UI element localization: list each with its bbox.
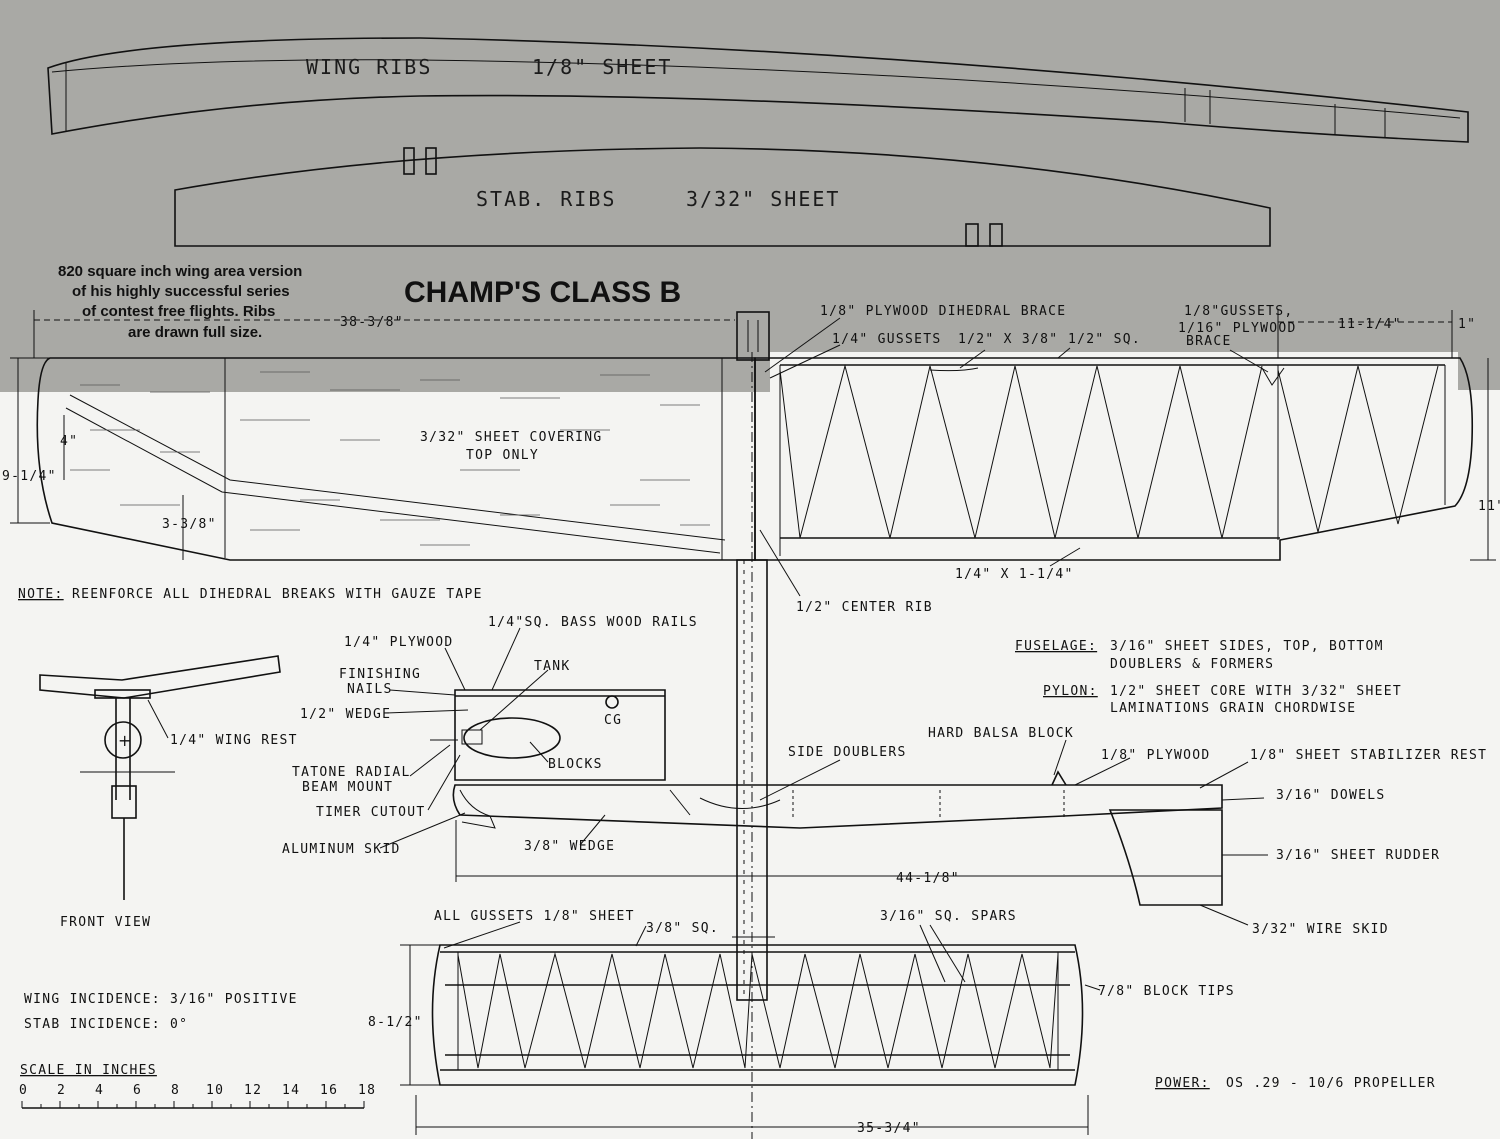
covering-label-2: TOP ONLY [466,448,539,463]
wing-plan-view [36,311,1474,1139]
scale-tick-label: 0 [19,1083,28,1098]
scale-tick-label: 18 [358,1083,376,1098]
mount-callout-2: BEAM MOUNT [302,780,393,795]
scale-tick-label: 4 [95,1083,104,1098]
wedge-38-callout: 3/8" WEDGE [524,839,615,854]
stab-ribs-sheet: 3/32" SHEET [686,187,840,211]
wing-rib-profile [47,37,1469,143]
wing-dim-3-3-8: 3-3/8" [162,517,217,532]
scale-tick-label: 8 [171,1083,180,1098]
scale-tick-label: 14 [282,1083,300,1098]
wing-tip-width-dim: 1" [1458,317,1476,332]
scale-tick-label: 16 [320,1083,338,1098]
wing-ribs-sheet: 1/8" SHEET [532,55,672,79]
front-view-drawing: + [39,655,281,900]
timer-cutout-callout: TIMER CUTOUT [316,805,426,820]
wing-right-chord-dim: 11" [1478,499,1500,514]
wing-rest-callout: 1/4" WING REST [170,733,298,748]
dihedral-brace-callout: 1/8" PLYWOOD DIHEDRAL BRACE [820,304,1066,319]
note-text: REENFORCE ALL DIHEDRAL BREAKS WITH GAUZE… [72,587,483,602]
aluminum-skid-callout: ALUMINUM SKID [282,842,401,857]
dowels-callout: 3/16" DOWELS [1276,788,1386,803]
svg-text:+: + [118,731,131,750]
front-view-label: FRONT VIEW [60,915,151,930]
description-line-3: of contest free flights. Ribs [82,303,275,320]
stab-gussets-callout: ALL GUSSETS 1/8" SHEET [434,909,635,924]
sq-callout: 1/2" SQ. [1068,332,1141,347]
spar-callout: 1/2" X 3/8" [958,332,1058,347]
wing-tip-panel-dim: 11-1/4" [1338,317,1402,332]
tank-callout: TANK [534,659,571,674]
pylon-note-2: LAMINATIONS GRAIN CHORDWISE [1110,701,1356,716]
pylon-note-1: 1/2" SHEET CORE WITH 3/32" SHEET [1110,684,1402,699]
fuselage-note-2: DOUBLERS & FORMERS [1110,657,1274,672]
stab-spars-callout: 3/16" SQ. SPARS [880,909,1017,924]
stab-rest-callout: 1/8" SHEET STABILIZER REST [1250,748,1487,763]
balsa-block-callout: HARD BALSA BLOCK [928,726,1074,741]
wedge-half-callout: 1/2" WEDGE [300,707,391,722]
fuselage-side-view [430,689,1223,906]
description-line-4: are drawn full size. [128,324,262,341]
scale-label: SCALE IN INCHES [20,1063,157,1078]
wing-dimension-lines [10,310,1496,561]
fuselage-note-label: FUSELAGE: [1015,639,1097,654]
scale-tick-label: 6 [133,1083,142,1098]
scale-bar: 0 2 4 6 8 10 12 14 16 18 [19,1083,376,1109]
description-line-1: 820 square inch wing area version [58,263,302,280]
nails-callout-2: NAILS [347,682,393,697]
pylon [736,559,768,1001]
trailing-edge-callout: 1/4" X 1-1/4" [955,567,1074,582]
wire-skid-callout: 3/32" WIRE SKID [1252,922,1389,937]
center-rib-callout: 1/2" CENTER RIB [796,600,933,615]
tip-gussets-callout-3: BRACE [1186,334,1232,349]
mount-callout-1: TATONE RADIAL [292,765,411,780]
stab-chord-dim: 8-1/2" [368,1015,423,1030]
stab-sq-callout: 3/8" SQ. [646,921,719,936]
stab-dimension-lines [400,921,1101,1135]
scale-tick-label: 2 [57,1083,66,1098]
blocks-callout: BLOCKS [548,757,603,772]
stab-tips-callout: 7/8" BLOCK TIPS [1098,984,1235,999]
pylon-note-label: PYLON: [1043,684,1098,699]
note-label: NOTE: [18,587,64,602]
description-line-2: of his highly successful series [72,283,290,300]
scale-tick-label: 12 [244,1083,262,1098]
covering-label-1: 3/32" SHEET COVERING [420,430,603,445]
plywood-18-callout: 1/8" PLYWOOD [1101,748,1211,763]
fuselage-note-1: 3/16" SHEET SIDES, TOP, BOTTOM [1110,639,1384,654]
cg-label: CG [604,713,622,728]
rudder-callout: 3/16" SHEET RUDDER [1276,848,1440,863]
stab-span-dim: 35-3/4" [857,1121,921,1136]
plan-title: CHAMP'S CLASS B [404,276,681,309]
rails-callout: 1/4"SQ. BASS WOOD RAILS [488,615,698,630]
tip-gussets-callout-2: 1/16" PLYWOOD [1178,321,1297,336]
scale-tick-label: 10 [206,1083,224,1098]
fuselage-leader-lines [379,627,1268,926]
power-label: POWER: [1155,1076,1210,1091]
nails-callout-1: FINISHING [339,667,421,682]
tip-gussets-callout-1: 1/8"GUSSETS, [1184,304,1294,319]
stab-ribs-label: STAB. RIBS [476,187,616,211]
wing-dim-4: 4" [60,434,78,449]
wing-leader-lines [759,317,1269,597]
stab-plan-view [431,936,1084,1086]
wing-half-span-dim: 38-3/8" [340,315,404,330]
stab-rib-profile [174,147,1271,247]
wing-root-chord-dim: 9-1/4" [2,469,57,484]
wing-incidence-note: WING INCIDENCE: 3/16" POSITIVE [24,992,298,1007]
plywood-callout: 1/4" PLYWOOD [344,635,454,650]
side-doublers-callout: SIDE DOUBLERS [788,745,907,760]
gussets-callout: 1/4" GUSSETS [832,332,942,347]
power-text: OS .29 - 10/6 PROPELLER [1226,1076,1436,1091]
stab-incidence-note: STAB INCIDENCE: 0° [24,1017,188,1032]
wing-ribs-label: WING RIBS [306,55,432,79]
fuselage-length-dim: 44-1/8" [896,871,960,886]
